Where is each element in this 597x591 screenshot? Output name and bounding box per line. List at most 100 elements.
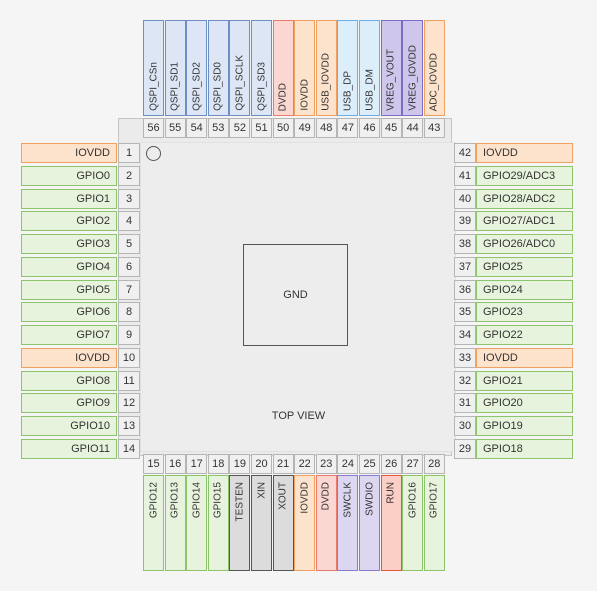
pin-label: GPIO11 <box>21 438 117 459</box>
pin-number: 37 <box>454 256 476 277</box>
pin-number: 23 <box>315 454 337 474</box>
pin-label: IOVDD <box>21 347 117 368</box>
pin-number: 28 <box>423 454 445 474</box>
pin-label-text: DVDD <box>320 482 332 511</box>
pin-label: GPIO4 <box>21 256 117 277</box>
pin1-marker-circle <box>146 146 161 161</box>
pin-number: 34 <box>454 325 476 345</box>
pin-number: 26 <box>380 454 402 474</box>
pin-number: 39 <box>454 211 476 232</box>
pin-label: GPIO19 <box>476 416 573 436</box>
pin-number: 9 <box>118 325 140 345</box>
pin-label: GPIO7 <box>21 325 117 345</box>
pin-number: 11 <box>118 370 140 391</box>
pin-label: GPIO3 <box>21 234 117 254</box>
pin-number: 1 <box>118 143 140 163</box>
pin-label: RUN <box>380 475 402 571</box>
pin-number: 31 <box>454 393 476 414</box>
pin-number: 43 <box>423 118 445 138</box>
pin-number: 25 <box>359 454 380 474</box>
pin-label: VREG_IOVDD <box>402 20 424 116</box>
pin-label-text: USB_IOVDD <box>320 53 332 111</box>
pin-number: 3 <box>118 188 140 209</box>
pin-label: QSPI_SCLK <box>229 20 251 116</box>
pin-number: 14 <box>118 438 140 459</box>
pin-label-text: IOVDD <box>299 79 311 111</box>
pin-label: GPIO20 <box>476 393 573 414</box>
pin-label-text: USB_DM <box>364 69 375 111</box>
pin-label-text: RUN <box>385 482 397 504</box>
pin-number: 53 <box>207 118 229 138</box>
pin-label: QSPI_SD3 <box>251 20 272 116</box>
pin-label: XOUT <box>272 475 294 571</box>
pin-number: 45 <box>380 118 402 138</box>
pin-number: 27 <box>402 454 424 474</box>
pin-label: ADC_IOVDD <box>423 20 445 116</box>
pin-label-text: ADC_IOVDD <box>428 52 440 111</box>
pin-label: QSPI_SD2 <box>186 20 208 116</box>
pin-label: QSPI_SD0 <box>207 20 229 116</box>
pin-label: SWDIO <box>359 475 380 571</box>
pin-label: GPIO8 <box>21 370 117 391</box>
pin-number: 5 <box>118 234 140 254</box>
pin-label: XIN <box>251 475 272 571</box>
pin-label-text: GPIO16 <box>407 482 419 519</box>
pin-number: 48 <box>315 118 337 138</box>
pin-label: IOVDD <box>21 143 117 163</box>
pin-label: GPIO15 <box>207 475 229 571</box>
pin-label: GPIO21 <box>476 370 573 391</box>
pin-number: 54 <box>186 118 208 138</box>
pin-number: 38 <box>454 234 476 254</box>
pin-label-text: QSPI_SD3 <box>256 62 267 111</box>
pin-label: GPIO12 <box>143 475 164 571</box>
pin-number: 12 <box>118 393 140 414</box>
pin-number: 35 <box>454 302 476 323</box>
pin-number: 10 <box>118 347 140 368</box>
pin-number: 24 <box>337 454 359 474</box>
pin-number: 16 <box>164 454 186 474</box>
pin-number: 22 <box>294 454 316 474</box>
pin-label: GPIO1 <box>21 188 117 209</box>
pin-label: USB_DP <box>337 20 359 116</box>
pin-label: GPIO0 <box>21 165 117 186</box>
pin-label: DVDD <box>315 475 337 571</box>
pin-label: VREG_VOUT <box>380 20 402 116</box>
pin-label: GPIO28/ADC2 <box>476 188 573 209</box>
pin-label-text: SWDIO <box>364 482 375 516</box>
pin-label: DVDD <box>272 20 294 116</box>
pin-label-text: GPIO15 <box>212 482 224 519</box>
pin-label: GPIO17 <box>423 475 445 571</box>
top-view-label: TOP VIEW <box>271 410 326 422</box>
pin-label: GPIO16 <box>402 475 424 571</box>
pin-label-text: QSPI_SCLK <box>234 55 246 111</box>
pin-label-text: QSPI_CSn <box>148 62 159 111</box>
pin-number: 47 <box>337 118 359 138</box>
pin-label: USB_DM <box>359 20 380 116</box>
pin-number: 41 <box>454 165 476 186</box>
pin-number: 55 <box>164 118 186 138</box>
pin-label-text: XOUT <box>277 482 289 510</box>
pin-label: IOVDD <box>476 143 573 163</box>
pin-number: 51 <box>251 118 272 138</box>
pin-number: 46 <box>359 118 380 138</box>
pin-label: GPIO22 <box>476 325 573 345</box>
pin-label: GPIO26/ADC0 <box>476 234 573 254</box>
pin-label-text: GPIO17 <box>428 482 440 519</box>
pin-label: GPIO27/ADC1 <box>476 211 573 232</box>
pin-label: GPIO5 <box>21 279 117 300</box>
pin-label-text: SWCLK <box>342 482 354 518</box>
pin-number: 15 <box>143 454 164 474</box>
pin-label: USB_IOVDD <box>315 20 337 116</box>
pin-number: 6 <box>118 256 140 277</box>
pin-label: SWCLK <box>337 475 359 571</box>
pin-number: 49 <box>294 118 316 138</box>
pin-label-text: QSPI_SD0 <box>212 62 224 111</box>
pin-label: IOVDD <box>294 475 316 571</box>
pin-number: 42 <box>454 143 476 163</box>
pin-label: GPIO25 <box>476 256 573 277</box>
pin-number: 21 <box>272 454 294 474</box>
pin-label: GPIO24 <box>476 279 573 300</box>
pin-number: 30 <box>454 416 476 436</box>
pin-label-text: QSPI_SD1 <box>169 62 181 111</box>
